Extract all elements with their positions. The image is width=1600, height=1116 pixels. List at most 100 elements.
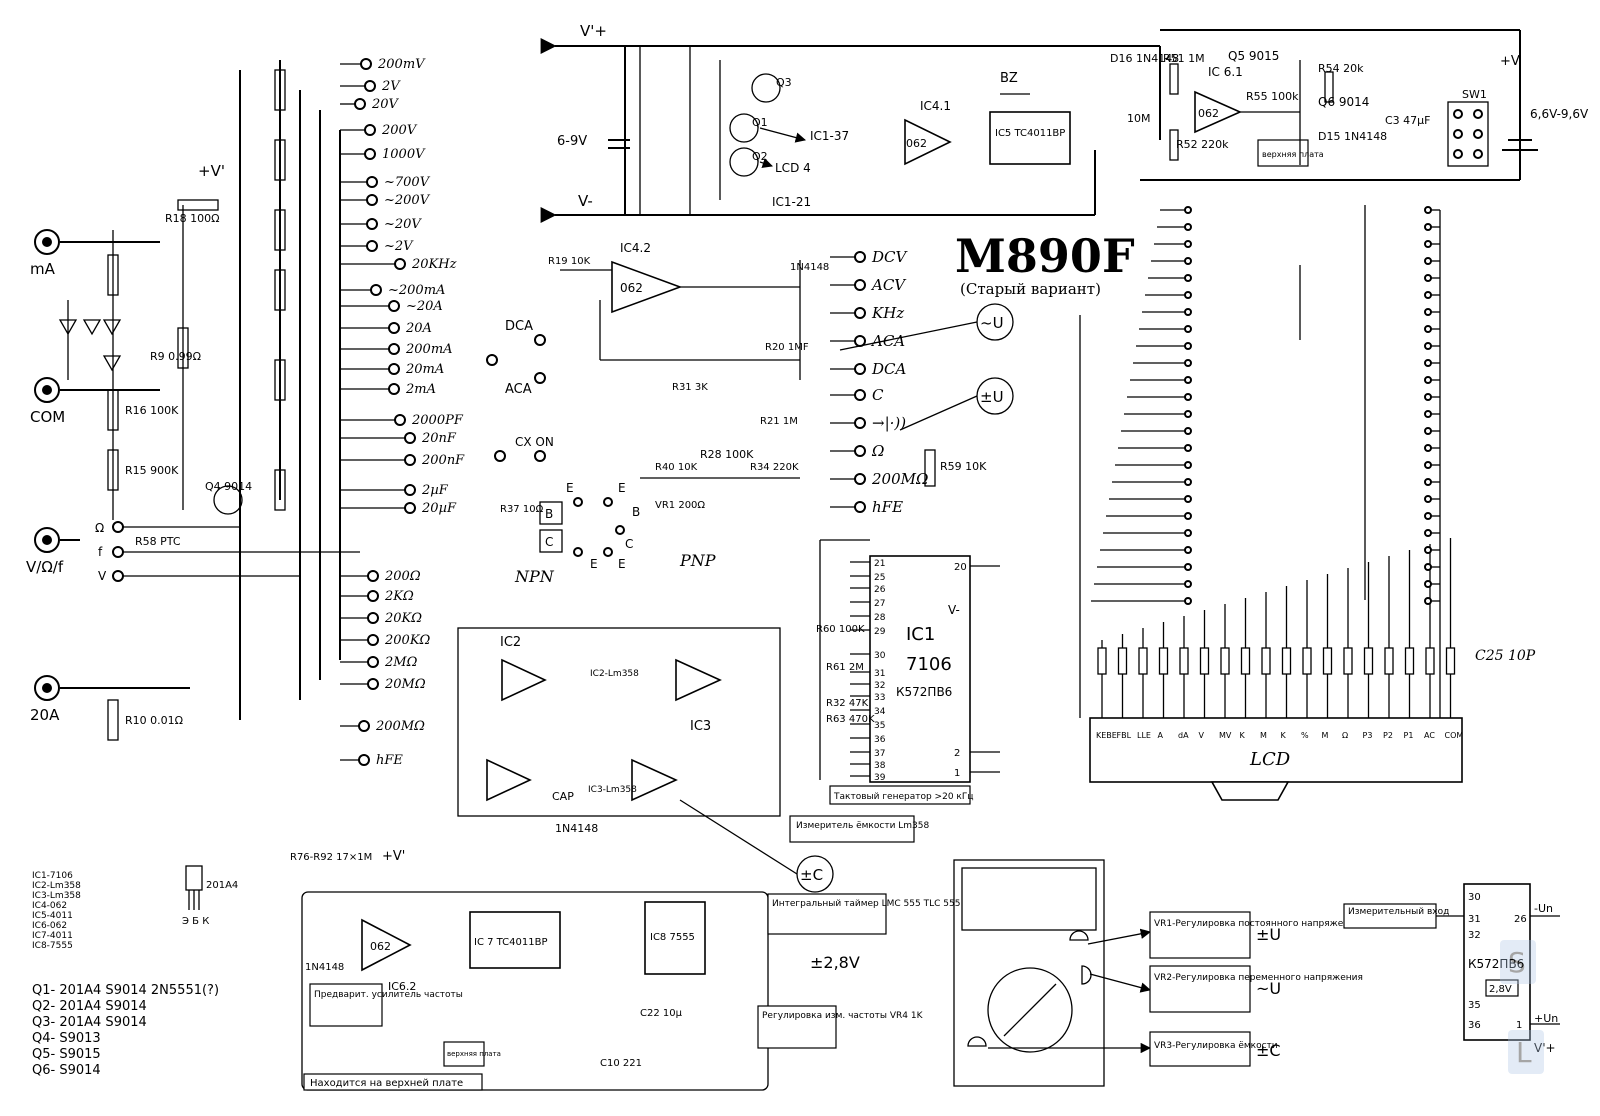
segment-contact	[1424, 563, 1432, 571]
ic1-pin: 26	[874, 585, 886, 595]
protection-diodes	[58, 300, 122, 380]
input-jacks: mA COM V/Ω/f 20A	[26, 229, 190, 724]
rail-vminus: V-	[578, 192, 593, 210]
bubble-dcu: ±U	[980, 388, 1004, 406]
bubbles: ~U ±U ±C	[679, 303, 1014, 893]
segment-contact	[1424, 342, 1432, 350]
range-contact	[404, 432, 416, 444]
inset-pin-31: 31	[1468, 914, 1481, 925]
lcd-series-resistor	[1199, 647, 1210, 675]
watermark-logo: S L	[1500, 940, 1544, 1074]
ic1-pin: 37	[874, 749, 885, 759]
ic62-label: IC6.2	[388, 980, 416, 993]
q-legend-item: Q3- 201A4 S9014	[32, 1015, 147, 1030]
range-label: 2mA	[405, 382, 436, 397]
lcd-series-resistor	[1425, 647, 1435, 675]
mode-contact	[854, 335, 866, 347]
lcd-block: LCD C25 10P	[1089, 648, 1536, 801]
range-contact	[370, 284, 382, 296]
pnp-e2: E	[618, 557, 626, 571]
q2-label: Q2	[752, 150, 768, 163]
mode-contact	[854, 501, 866, 513]
range-label: 20µF	[421, 501, 457, 516]
segment-contact	[1184, 325, 1192, 333]
upper-board-tag-2: верхняя плата	[447, 1050, 501, 1058]
range-contact	[388, 322, 400, 334]
c17-label: R61 2M	[826, 662, 864, 673]
mode-contact	[854, 251, 866, 263]
r75-label: C22 10µ	[640, 1008, 683, 1019]
lcd-pin: M	[1322, 731, 1329, 740]
range-label: 200MΩ	[375, 719, 425, 734]
left-resistor-ladder: R18 100Ω +V' R9 0.99Ω R16 100K R15 900K …	[107, 162, 225, 741]
inset-pin-32: 32	[1468, 930, 1481, 941]
npn-e2: E	[590, 557, 598, 571]
segment-contact	[1184, 597, 1192, 605]
r58-label: R58 PTC	[135, 535, 181, 548]
range-switch-bus	[239, 60, 341, 720]
small-jack-ohm: Ω	[95, 521, 104, 535]
range-contact	[367, 612, 379, 624]
jack-20a: 20A	[30, 706, 60, 724]
segment-contact	[1424, 495, 1432, 503]
ic1-21-ref: IC1-21	[772, 195, 811, 209]
lcd-series-resistor	[1404, 647, 1415, 675]
range-label: 20KΩ	[384, 611, 422, 626]
range-contact	[388, 383, 400, 395]
cap-label: CAP	[552, 790, 574, 803]
lcd-pin: V	[1199, 731, 1205, 740]
ic1-pin: 32	[874, 681, 885, 691]
mode-label: KHz	[871, 304, 904, 322]
q-legend-item: Q5- S9015	[32, 1047, 101, 1062]
segment-contact	[1184, 342, 1192, 350]
segment-contact	[1184, 359, 1192, 367]
range-label: ~20A	[406, 299, 443, 314]
segment-contact	[1424, 223, 1432, 231]
lcd-series-resistor	[1302, 647, 1312, 675]
ic7-label: IC 7 TC4011BP	[474, 937, 548, 948]
lcd-pin: K	[1240, 731, 1246, 740]
top-board-block: 062 IC6.2 IC 7 TC4011BP IC8 7555 Предвар…	[290, 849, 769, 1091]
r10-label: R10 0.01Ω	[125, 714, 183, 727]
mode-label: ACA	[870, 332, 905, 350]
lcd-series-resistor	[1179, 647, 1189, 675]
top-board-note: Находится на верхней плате	[310, 1078, 463, 1089]
r39-label: R40 10K	[655, 462, 698, 473]
ic1-pin: 31	[874, 669, 885, 679]
segment-contact	[1184, 563, 1192, 571]
lcd-pin: M	[1260, 731, 1267, 740]
vr3-box: VR3-Регулировка ёмкости	[1154, 1041, 1278, 1051]
lcd-pin: KEBE	[1096, 731, 1117, 740]
ic-legend-item: IC3-Lm358	[32, 891, 81, 901]
lcd-pin: %	[1301, 731, 1309, 740]
ic-legend: IC1-7106IC2-Lm358IC3-Lm358IC4-062IC5-401…	[32, 871, 81, 951]
segment-contact	[1424, 597, 1432, 605]
range-label: 2V	[381, 79, 401, 94]
r65-label: R59 10K	[940, 460, 987, 473]
sw-cxon: CX ON	[515, 435, 554, 449]
cap-c3: C3 47µF	[1385, 114, 1431, 127]
mode-contact	[854, 279, 866, 291]
segment-contact	[1424, 461, 1432, 469]
power-rails: V'+ V- 6-9V +V 6,6V-9,6V SW1 C3 47µF	[540, 22, 1589, 223]
ic2-ic3-block: IC2 IC2-Lm358 IC3 IC3-Lm358 CAP 1N4148	[457, 627, 781, 835]
mode-label: hFE	[872, 498, 903, 516]
ic5-label: IC5 TC4011BP	[995, 128, 1065, 139]
range-label: ~200mA	[388, 283, 445, 298]
range-contact	[367, 678, 379, 690]
range-contact	[366, 218, 378, 230]
range-contact	[388, 343, 400, 355]
range-contact	[364, 148, 376, 160]
inset-plus-un: +Un	[1534, 1012, 1558, 1025]
ic1-37-ref: IC1-37	[810, 129, 849, 143]
range-contact	[388, 300, 400, 312]
mode-contact	[854, 389, 866, 401]
battery-voltage: 6,6V-9,6V	[1530, 107, 1589, 121]
ic1-label: IC1	[906, 624, 935, 645]
segment-contact	[1424, 427, 1432, 435]
range-label: 2MΩ	[384, 655, 418, 670]
q-legend-item: Q2- 201A4 S9014	[32, 999, 147, 1014]
vprime-label: +V'	[198, 162, 225, 180]
range-label: 200mV	[377, 57, 426, 72]
ic1-left-components: R60 100K R61 2M R32 47K R63 470K	[816, 539, 875, 780]
